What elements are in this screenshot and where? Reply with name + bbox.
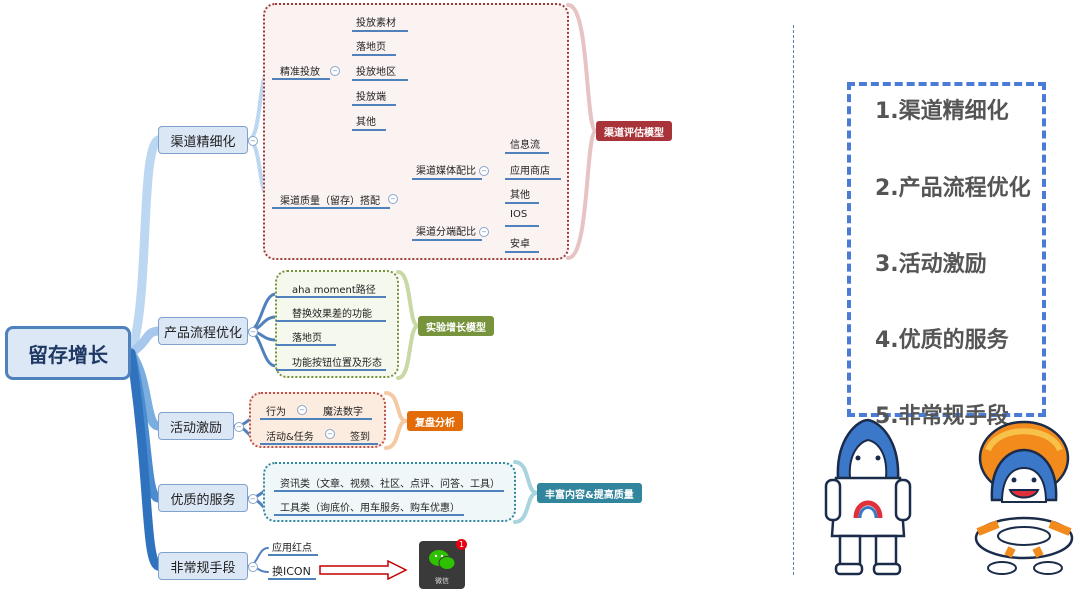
leaf-item[interactable]: 落地页 bbox=[356, 42, 386, 53]
summary-item: 1.渠道精细化 bbox=[875, 99, 1009, 124]
branch-unconventional[interactable]: 非常规手段 bbox=[158, 552, 248, 580]
underline bbox=[272, 207, 390, 209]
underline bbox=[274, 490, 504, 492]
underline bbox=[352, 104, 396, 106]
wechat-app-icon[interactable]: 1 微信 bbox=[419, 539, 467, 589]
subtopic-label[interactable]: 精准投放 bbox=[280, 67, 320, 78]
leaf-item[interactable]: 其他 bbox=[356, 117, 376, 128]
group-box-channel bbox=[263, 3, 569, 260]
summary-box bbox=[847, 82, 1046, 417]
tag-content-quality[interactable]: 丰富内容&提高质量 bbox=[537, 483, 642, 503]
underline bbox=[276, 296, 386, 298]
leaf-item[interactable]: 资讯类（文章、视频、社区、点评、问答、工具） bbox=[280, 479, 500, 490]
tag-channel-evaluation[interactable]: 渠道评估模型 bbox=[596, 121, 672, 141]
branch-activity[interactable]: 活动激励 bbox=[158, 412, 234, 440]
subtopic-label[interactable]: 渠道媒体配比 bbox=[416, 166, 476, 177]
underline bbox=[272, 78, 330, 80]
collapse-icon[interactable]: − bbox=[248, 136, 258, 146]
notification-badge: 1 bbox=[456, 539, 467, 550]
app-label: 微信 bbox=[435, 577, 449, 585]
underline bbox=[276, 320, 386, 322]
leaf-item[interactable]: 安卓 bbox=[510, 239, 530, 250]
leaf-item[interactable]: 其他 bbox=[510, 190, 530, 201]
root-node[interactable]: 留存增长 bbox=[5, 326, 131, 380]
underline bbox=[352, 129, 386, 131]
collapse-icon[interactable]: − bbox=[248, 562, 258, 572]
leaf-item[interactable]: aha moment路径 bbox=[292, 285, 376, 296]
wechat-icon bbox=[429, 550, 456, 570]
leaf-item[interactable]: 信息流 bbox=[510, 140, 540, 151]
shark-mascot-lifebuoy bbox=[974, 420, 1074, 575]
underline bbox=[268, 554, 318, 556]
collapse-icon[interactable]: − bbox=[234, 422, 244, 432]
leaf-item[interactable]: 魔法数字 bbox=[323, 407, 363, 418]
arrow-right-icon bbox=[319, 560, 408, 580]
collapse-icon[interactable]: − bbox=[330, 66, 340, 76]
tag-review-analysis[interactable]: 复盘分析 bbox=[407, 411, 463, 431]
leaf-item[interactable]: 投放端 bbox=[356, 92, 386, 103]
underline bbox=[352, 30, 408, 32]
leaf-item[interactable]: 投放地区 bbox=[356, 67, 396, 78]
collapse-icon[interactable]: − bbox=[479, 166, 489, 176]
branch-product[interactable]: 产品流程优化 bbox=[158, 317, 248, 345]
underline bbox=[268, 578, 316, 580]
underline bbox=[505, 152, 549, 154]
underline bbox=[352, 79, 408, 81]
collapse-icon[interactable]: − bbox=[297, 405, 307, 415]
underline bbox=[260, 443, 378, 445]
summary-item: 3.活动激励 bbox=[875, 252, 987, 277]
underline bbox=[505, 251, 539, 253]
underline bbox=[260, 418, 372, 420]
leaf-item[interactable]: 落地页 bbox=[292, 333, 322, 344]
summary-item: 2.产品流程优化 bbox=[875, 176, 1031, 201]
underline bbox=[412, 239, 482, 241]
underline bbox=[505, 178, 561, 180]
leaf-item[interactable]: 行为 bbox=[266, 407, 286, 418]
leaf-item[interactable]: 替换效果差的功能 bbox=[292, 309, 372, 320]
vertical-divider bbox=[793, 25, 794, 575]
collapse-icon[interactable]: − bbox=[325, 429, 335, 439]
group-box-service bbox=[263, 462, 516, 522]
leaf-item[interactable]: 换ICON bbox=[272, 565, 311, 578]
underline bbox=[505, 225, 539, 227]
leaf-item[interactable]: 活动&任务 bbox=[266, 432, 314, 443]
collapse-icon[interactable]: − bbox=[479, 227, 489, 237]
leaf-item[interactable]: 工具类（询底价、用车服务、购车优惠） bbox=[280, 503, 460, 514]
collapse-icon[interactable]: − bbox=[248, 327, 258, 337]
summary-item: 4.优质的服务 bbox=[875, 328, 1009, 353]
tag-experiment-growth[interactable]: 实验增长模型 bbox=[418, 316, 494, 336]
leaf-item[interactable]: 功能按钮位置及形态 bbox=[292, 358, 382, 369]
shark-mascot-astronaut bbox=[824, 418, 912, 576]
underline bbox=[412, 178, 482, 180]
underline bbox=[274, 514, 464, 516]
underline bbox=[352, 54, 396, 56]
summary-item: 5.非常规手段 bbox=[875, 404, 1009, 429]
underline bbox=[276, 369, 386, 371]
underline bbox=[276, 344, 336, 346]
subtopic-label[interactable]: 渠道质量（留存）搭配 bbox=[280, 196, 380, 207]
underline bbox=[505, 202, 539, 204]
leaf-item[interactable]: 应用商店 bbox=[510, 166, 550, 177]
collapse-icon[interactable]: − bbox=[388, 194, 398, 204]
group-box-activity bbox=[249, 392, 386, 448]
subtopic-label[interactable]: 渠道分端配比 bbox=[416, 227, 476, 238]
collapse-icon[interactable]: − bbox=[248, 494, 258, 504]
branch-service[interactable]: 优质的服务 bbox=[158, 484, 248, 512]
leaf-item[interactable]: 签到 bbox=[350, 432, 370, 443]
leaf-item[interactable]: 应用红点 bbox=[272, 543, 312, 554]
leaf-item[interactable]: 投放素材 bbox=[356, 18, 396, 29]
leaf-item[interactable]: IOS bbox=[510, 209, 528, 220]
branch-channel[interactable]: 渠道精细化 bbox=[158, 126, 248, 154]
group-box-product bbox=[275, 270, 399, 378]
